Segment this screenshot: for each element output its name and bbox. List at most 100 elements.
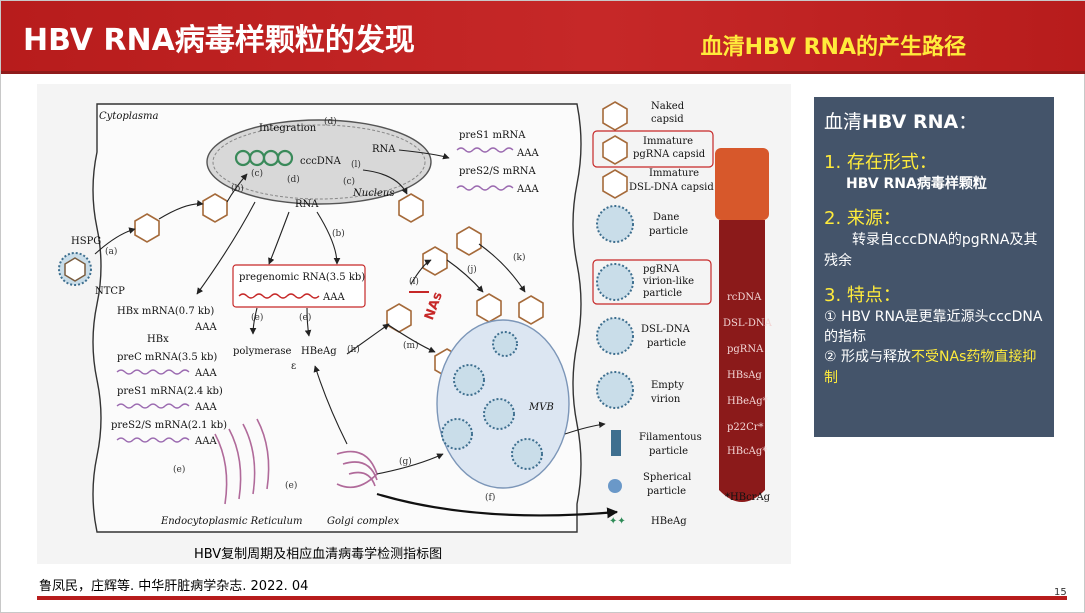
tube-label-p22cr: p22Cr* bbox=[727, 422, 764, 433]
hbeag-icon: ✦✦ bbox=[609, 516, 626, 527]
legend-dane-2: particle bbox=[649, 226, 688, 237]
legend-pgrna-particle-2: virion-like bbox=[642, 276, 694, 287]
pres1-mrna-label: preS1 mRNA bbox=[459, 130, 526, 141]
pgrna-particle-icon bbox=[596, 263, 634, 301]
reference: 鲁凤民，庄辉等. 中华肝脏病学杂志. 2022. 04 bbox=[39, 579, 309, 594]
info-point2-highlight: 不受NAs药物直接抑制 bbox=[824, 349, 1037, 386]
step-j: (j) bbox=[467, 264, 477, 275]
step-l: (l) bbox=[351, 159, 361, 170]
title-bar: HBV RNA病毒样颗粒的发现 血清HBV RNA的产生路径 bbox=[1, 1, 1085, 71]
mvb-label: MVB bbox=[528, 402, 554, 413]
secretion-arrow bbox=[376, 492, 619, 519]
blood-tube bbox=[715, 148, 769, 502]
legend-empty-2: virion bbox=[650, 394, 681, 405]
legend-filament-2: particle bbox=[649, 446, 688, 457]
title-underline bbox=[1, 71, 1085, 74]
filamentous-icon bbox=[611, 430, 621, 456]
aaa-1: AAA bbox=[516, 148, 539, 159]
tube-label-pgrna: pgRNA bbox=[727, 344, 764, 355]
legend-pgrna-particle-box bbox=[592, 259, 712, 305]
capsid-icon-6 bbox=[518, 295, 544, 325]
er-structure bbox=[214, 418, 270, 505]
integration-label: Integration bbox=[259, 123, 317, 134]
rna-label-export: RNA bbox=[372, 144, 396, 155]
legend-pgrna-particle-1: pgRNA bbox=[643, 264, 680, 275]
legend-pgrna-particle-3: particle bbox=[643, 288, 682, 299]
legend-spherical-2: particle bbox=[647, 486, 686, 497]
tube-label-hbcag: HBcAg* bbox=[727, 446, 767, 457]
info-title: 血清HBV RNA： bbox=[824, 111, 978, 133]
step-m: (m) bbox=[403, 340, 419, 351]
step-e2: (e) bbox=[299, 312, 311, 323]
figure-legend: Naked capsid Immature pgRNA capsid Immat… bbox=[592, 101, 714, 527]
info-item2-body: 转录自cccDNA的pgRNA及其残余 bbox=[824, 232, 1038, 269]
entering-virion-icon bbox=[58, 252, 92, 286]
legend-filament-1: Filamentous bbox=[639, 432, 702, 443]
step-a: (a) bbox=[105, 246, 117, 257]
dsl-capsid-icon bbox=[602, 169, 628, 199]
tube-label-rcdna: rcDNA bbox=[727, 292, 762, 303]
cccdna-rings bbox=[234, 149, 294, 167]
hspg-label: HSPG bbox=[71, 236, 101, 247]
epsilon-label: ε bbox=[291, 361, 296, 372]
step-g: (g) bbox=[399, 456, 412, 467]
pathway-arrows bbox=[94, 149, 606, 475]
hbx-label: HBx bbox=[147, 334, 169, 345]
legend-dsl-capsid-1: Immature bbox=[649, 168, 699, 179]
slide-subtitle: 血清HBV RNA的产生路径 bbox=[700, 35, 966, 60]
step-i: (i) bbox=[409, 276, 419, 287]
cytoplasma-label: Cytoplasma bbox=[99, 111, 159, 122]
step-f: (f) bbox=[485, 492, 495, 503]
capsid-icon-2 bbox=[202, 193, 228, 223]
step-d1: (d) bbox=[324, 116, 337, 127]
page-number: 15 bbox=[1054, 587, 1067, 598]
pregenomic-box bbox=[232, 264, 366, 308]
legend-dsl-particle-2: particle bbox=[647, 338, 686, 349]
pres2s-mrna-label: preS2/S mRNA bbox=[459, 166, 536, 177]
prec-mrna-label: preC mRNA(3.5 kb) bbox=[117, 352, 217, 363]
dane-particle-icon bbox=[596, 205, 634, 243]
capsid-icon-4 bbox=[456, 226, 482, 256]
tube-label-dsldna: DSL-DNA bbox=[723, 318, 773, 329]
legend-pgrna-capsid-box bbox=[592, 130, 714, 168]
pres2s-mrna-long-label: preS2/S mRNA(2.1 kb) bbox=[111, 420, 227, 431]
er-label: Endocytoplasmic Reticulum bbox=[160, 516, 302, 527]
dsl-particle-icon bbox=[596, 317, 634, 355]
capsid-icon-1 bbox=[134, 213, 160, 243]
tube-note: *HBcrAg bbox=[725, 492, 771, 503]
capsid-icon-5 bbox=[422, 246, 448, 276]
hbx-mrna-label: HBx mRNA(0.7 kb) bbox=[117, 306, 214, 317]
legend-hbeag: HBeAg bbox=[651, 516, 687, 527]
tube-label-hbeag: HBeAg* bbox=[727, 396, 768, 407]
info-item1-body: HBV RNA病毒样颗粒 bbox=[846, 176, 987, 192]
polymerase-label: polymerase bbox=[233, 346, 292, 357]
figure-caption: HBV复制周期及相应血清病毒学检测指标图 bbox=[194, 547, 443, 562]
footer-line bbox=[37, 596, 1067, 600]
legend-empty-1: Empty bbox=[651, 380, 684, 391]
tube-labels: rcDNA DSL-DNA pgRNA HBsAg HBeAg* p22Cr* … bbox=[723, 292, 773, 457]
legend-pgrna-capsid-2: pgRNA capsid bbox=[633, 149, 706, 160]
info-item1-head: 1. 存在形式： bbox=[824, 152, 937, 173]
step-b2: (b) bbox=[332, 228, 345, 239]
legend-dane-1: Dane bbox=[653, 212, 679, 223]
aaa-4: AAA bbox=[194, 322, 217, 333]
capsid-icon-9 bbox=[386, 303, 412, 333]
cccdna-label: cccDNA bbox=[300, 156, 342, 167]
legend-pgrna-capsid-1: Immature bbox=[643, 136, 693, 147]
nucleus-label: Nucleus bbox=[352, 188, 394, 199]
aaa-7: AAA bbox=[194, 436, 217, 447]
capsid-icon-7 bbox=[476, 293, 502, 323]
legend-naked-2: capsid bbox=[651, 114, 684, 125]
step-e4: (e) bbox=[285, 480, 297, 491]
legend-spherical-1: Spherical bbox=[643, 472, 691, 483]
spherical-icon bbox=[608, 479, 622, 493]
step-d2: (d) bbox=[287, 174, 300, 185]
rna-label-nucleus: RNA bbox=[295, 199, 319, 210]
legend-dsl-particle-1: DSL-DNA bbox=[641, 324, 691, 335]
diagram-svg: Cytoplasma Integration cccDNA RNA RNA Nu… bbox=[58, 101, 773, 533]
aaa-5: AAA bbox=[194, 368, 217, 379]
step-e1: (e) bbox=[251, 312, 263, 323]
legend-dsl-capsid-2: DSL-DNA capsid bbox=[629, 182, 714, 193]
info-point2: ② 形成与释放不受NAs药物直接抑制 bbox=[824, 349, 1037, 386]
